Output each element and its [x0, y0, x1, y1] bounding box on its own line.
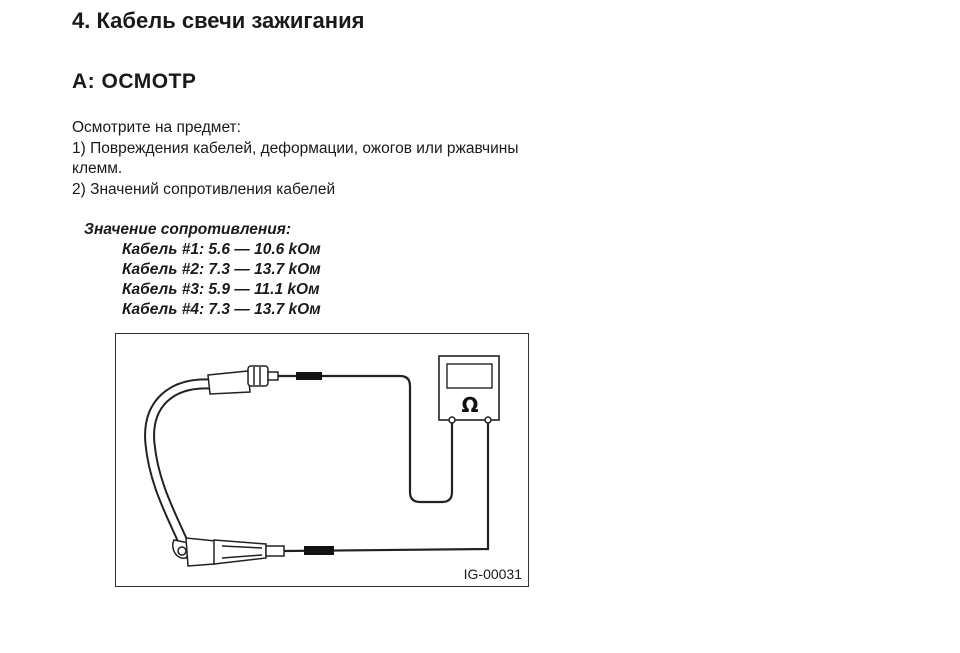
intro-line: Осмотрите на предмет: — [72, 119, 241, 136]
ignition-cable-diagram: Ω — [144, 355, 500, 567]
figure-id: IG-00031 — [463, 566, 522, 582]
spec-cable-3: Кабель #3: 5.9 — 11.1 kOм — [122, 281, 320, 298]
spec-cable-4: Кабель #4: 7.3 — 13.7 kOм — [122, 301, 321, 318]
test-leads — [278, 374, 490, 553]
meter-display — [446, 363, 493, 389]
item-1-line-2: клемм. — [72, 160, 123, 177]
item-2: 2) Значений сопротивления кабелей — [72, 180, 336, 198]
ignition-cable — [144, 378, 217, 550]
measurement-figure: Ω IG-00031 — [115, 333, 529, 587]
section-title: 4. Кабель свечи зажигания — [72, 8, 365, 33]
item-1-line-1: 1) Повреждения кабелей, деформации, ожог… — [72, 139, 519, 157]
resistance-spec: Значение сопротивления: Кабель #1: 5.6 —… — [84, 220, 321, 320]
spec-heading: Значение сопротивления: — [84, 221, 292, 238]
inspection-text: Осмотрите на предмет: 1) Повреждения каб… — [72, 118, 592, 200]
spec-cable-2: Кабель #2: 7.3 — 13.7 kOм — [122, 261, 321, 278]
coil-side-boot — [207, 365, 279, 395]
ohm-symbol: Ω — [461, 393, 478, 417]
top-lead-clip — [296, 372, 322, 380]
spec-cable-1: Кабель #1: 5.6 — 10.6 kOм — [122, 241, 321, 258]
bottom-lead-clip — [304, 546, 334, 555]
plug-side-boot — [172, 537, 285, 567]
ohmmeter: Ω — [438, 355, 500, 424]
subsection-title: A: ОСМОТР — [72, 70, 197, 93]
